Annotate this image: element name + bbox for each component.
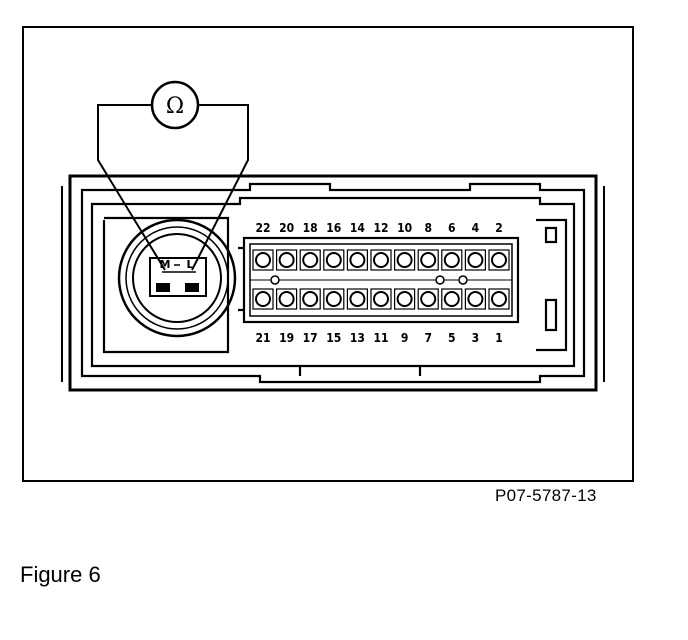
pin-8 <box>420 252 437 268</box>
pin-21 <box>255 291 271 307</box>
pin-cell-15 <box>323 288 345 310</box>
coding-key-3 <box>458 275 468 285</box>
pin-label-9: 9 <box>401 331 409 345</box>
round-sensor-connector <box>117 218 237 338</box>
meter-leads <box>97 104 249 271</box>
pin-cell-13 <box>346 288 368 310</box>
sensor-terminal-m-label: M <box>160 258 171 271</box>
pin-cell-8 <box>417 249 439 271</box>
pin-label-5: 5 <box>448 331 456 345</box>
pin-cell-9 <box>394 288 416 310</box>
pin-3 <box>467 291 484 307</box>
pin-11 <box>373 291 389 307</box>
pin-12 <box>373 252 389 268</box>
pin-label-15: 15 <box>326 331 341 345</box>
pin-20 <box>278 252 295 268</box>
pin-label-6: 6 <box>448 221 456 235</box>
pin-7 <box>420 291 437 307</box>
pin-label-19: 19 <box>279 331 294 345</box>
pin-label-11: 11 <box>373 331 388 345</box>
pin-17 <box>302 291 319 307</box>
pin-cell-10 <box>394 249 416 271</box>
pin-5 <box>443 291 460 307</box>
pin-16 <box>325 252 342 268</box>
pin-4 <box>467 252 484 268</box>
pin-labels: 22 20 18 16 14 12 10 8 6 4 2 21 19 17 15 13 11 9 7 5 3 1 <box>255 221 502 345</box>
pin-cell-3 <box>464 288 486 310</box>
ohmmeter-icon: Ω <box>150 80 200 130</box>
pin-label-16: 16 <box>326 221 341 235</box>
pin-cell-4 <box>464 249 486 271</box>
pin-9 <box>396 291 413 307</box>
pin-label-2: 2 <box>495 221 503 235</box>
pin-13 <box>349 291 366 307</box>
pin-label-8: 8 <box>424 221 432 235</box>
pin-label-21: 21 <box>255 331 270 345</box>
ohm-symbol: Ω <box>166 94 184 119</box>
pin-cell-14 <box>346 249 368 271</box>
pin-label-10: 10 <box>397 221 412 235</box>
pin-label-20: 20 <box>279 221 294 235</box>
pin-18 <box>302 252 319 268</box>
pin-label-18: 18 <box>303 221 318 235</box>
figure-reference-code: P07-5787-13 <box>495 486 597 505</box>
pin-10 <box>396 252 413 268</box>
coding-key-1 <box>270 275 280 285</box>
pin-1 <box>491 291 507 307</box>
pin-cell-1 <box>488 288 510 310</box>
pin-2 <box>491 252 507 268</box>
sensor-terminal-l-label: L <box>186 258 193 271</box>
pin-label-17: 17 <box>303 331 318 345</box>
pin-cell-2 <box>488 249 510 271</box>
pin-cell-17 <box>299 288 321 310</box>
pin-cell-6 <box>441 249 463 271</box>
pin-label-7: 7 <box>424 331 432 345</box>
pin-15 <box>325 291 342 307</box>
pin-label-4: 4 <box>472 221 480 235</box>
pin-19 <box>278 291 295 307</box>
pin-cell-19 <box>276 288 298 310</box>
pin-grid <box>252 249 510 310</box>
figure-caption: Figure 6 <box>20 562 101 587</box>
pin-label-3: 3 <box>472 331 480 345</box>
pin-cell-7 <box>417 288 439 310</box>
pin-label-13: 13 <box>350 331 365 345</box>
pin-cell-18 <box>299 249 321 271</box>
pin-label-14: 14 <box>350 221 366 235</box>
pin-6 <box>443 252 460 268</box>
pin-label-1: 1 <box>495 331 503 345</box>
pin-cell-22 <box>252 249 274 271</box>
pin-22 <box>255 252 271 268</box>
connector-housing <box>61 174 605 392</box>
pin-label-22: 22 <box>255 221 270 235</box>
pin-cell-12 <box>370 249 392 271</box>
pin-connector-body <box>238 236 520 324</box>
figure-frame <box>22 26 634 482</box>
pin-label-12: 12 <box>373 221 388 235</box>
pin-cell-20 <box>276 249 298 271</box>
coding-key-2 <box>435 275 445 285</box>
pin-cell-16 <box>323 249 345 271</box>
pin-14 <box>349 252 366 268</box>
pin-cell-21 <box>252 288 274 310</box>
pin-cell-5 <box>441 288 463 310</box>
pin-cell-11 <box>370 288 392 310</box>
